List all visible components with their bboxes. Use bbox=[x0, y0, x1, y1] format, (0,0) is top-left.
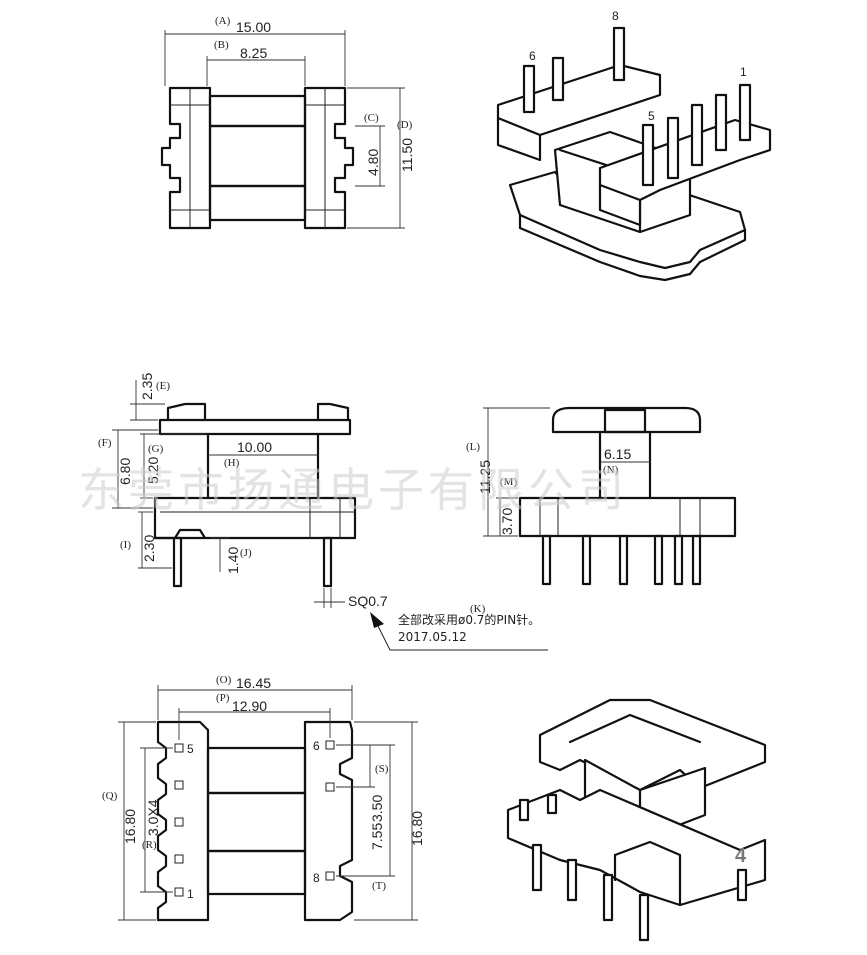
dim-i-value: 2.30 bbox=[141, 535, 157, 562]
dim-e-value: 2.35 bbox=[139, 373, 155, 400]
dim-s-value: 3.50 bbox=[369, 795, 385, 822]
dim-g-value: 5.20 bbox=[145, 457, 161, 484]
dim-sq-value: SQ0.7 bbox=[348, 593, 388, 609]
bottom-view: 5 1 6 8 (O) 16.45 (P) 12.90 (Q) 16.80 (R… bbox=[102, 674, 425, 922]
iso-top-pin-6: 6 bbox=[529, 49, 536, 63]
dim-l-value: 11.25 bbox=[477, 460, 493, 494]
bottom-pin-6: 6 bbox=[313, 739, 320, 753]
dim-a-value: 15.00 bbox=[236, 19, 271, 35]
note-text: 全部改采用ø0.7的PIN针。 bbox=[398, 612, 540, 627]
dim-j-value: 1.40 bbox=[225, 547, 241, 574]
dim-m-value: 3.70 bbox=[499, 508, 515, 535]
dim-o-label: (O) bbox=[216, 674, 232, 686]
front-view: (L) 11.25 (M) 3.70 6.15 (N) bbox=[466, 406, 737, 586]
side-view: 2.35 (E) (F) 6.80 (G) 5.20 10.00 (H) (I)… bbox=[98, 373, 388, 609]
bottom-pin-5: 5 bbox=[187, 742, 194, 756]
iso-top-pin-8: 8 bbox=[612, 9, 619, 23]
dim-h-label: (H) bbox=[224, 457, 240, 469]
dim-r-value: 3.0X4 bbox=[145, 799, 161, 836]
bottom-pin-8: 8 bbox=[313, 871, 320, 885]
company-watermark: 东莞市扬通电子有限公司 bbox=[78, 463, 628, 517]
dim-i-label: (I) bbox=[120, 539, 131, 551]
dim-j-label: (J) bbox=[240, 547, 252, 559]
iso-bottom-view: 4 bbox=[506, 698, 767, 942]
dim-s2-value: 7.55 bbox=[369, 823, 385, 850]
iso-bottom-pin-4: 4 bbox=[735, 845, 747, 867]
dim-f-label: (F) bbox=[98, 437, 112, 449]
bottom-pin-1: 1 bbox=[187, 887, 194, 901]
dim-a-label: (A) bbox=[215, 15, 231, 27]
note-k-label: (K) bbox=[470, 603, 486, 615]
dim-s-label: (S) bbox=[375, 763, 389, 775]
note-date: 2017.05.12 bbox=[398, 630, 467, 644]
iso-top-pin-1: 1 bbox=[740, 65, 747, 79]
dim-p-value: 12.90 bbox=[232, 698, 267, 714]
dim-c-label: (C) bbox=[364, 112, 379, 124]
dim-q-label: (Q) bbox=[102, 790, 118, 802]
dim-b-value: 8.25 bbox=[240, 45, 267, 61]
dim-g-label: (G) bbox=[148, 443, 164, 455]
dim-p-label: (P) bbox=[216, 692, 230, 704]
dim-c-value: 4.80 bbox=[365, 149, 381, 176]
top-view: (A) 15.00 (B) 8.25 (C) 4.80 (D) 11.50 bbox=[160, 15, 415, 230]
dim-b-label: (B) bbox=[214, 39, 229, 51]
dim-t-value: 16.80 bbox=[409, 811, 425, 846]
dim-m-label: (M) bbox=[500, 476, 517, 488]
dim-f-value: 6.80 bbox=[117, 458, 133, 485]
dim-n-label: (N) bbox=[603, 464, 619, 476]
dim-r-label: (R) bbox=[142, 839, 157, 851]
dim-h-value: 10.00 bbox=[237, 439, 272, 455]
dim-e-label: (E) bbox=[156, 380, 170, 392]
dim-l-label: (L) bbox=[466, 441, 480, 453]
dim-n-value: 6.15 bbox=[604, 446, 631, 462]
dim-t-label: (T) bbox=[372, 880, 386, 892]
revision-note: (K) 全部改采用ø0.7的PIN针。 2017.05.12 bbox=[370, 603, 548, 651]
dim-d-value: 11.50 bbox=[399, 138, 415, 172]
dim-q-value: 16.80 bbox=[122, 809, 138, 844]
dim-d-label: (D) bbox=[397, 119, 413, 131]
iso-top-view: 8 6 1 5 bbox=[496, 9, 772, 282]
dim-o-value: 16.45 bbox=[236, 675, 271, 691]
iso-top-pin-5: 5 bbox=[648, 109, 655, 123]
